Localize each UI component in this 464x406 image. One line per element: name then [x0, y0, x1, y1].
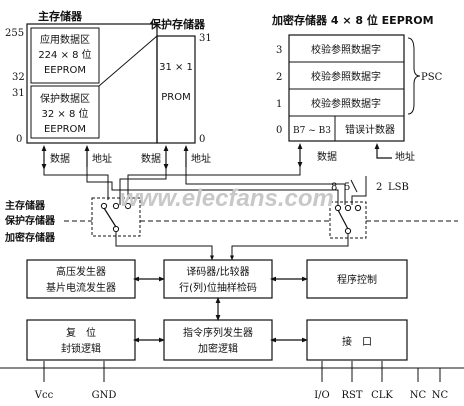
switch-left-contact-1 — [100, 202, 108, 210]
command-generator-line1: 指令序列发生器 — [183, 326, 253, 339]
protect-memory-size: 31 × 1 — [159, 62, 193, 73]
crypto-row-1-label: 校验参照数据字 — [311, 97, 381, 110]
crypto-addr-line — [376, 150, 392, 159]
bit-5-label: 5 — [344, 182, 350, 193]
protect-area-line3: EEPROM — [44, 124, 86, 135]
psc-brace — [407, 37, 421, 115]
protect-mapping-line — [98, 35, 158, 87]
psc-label: PSC — [421, 72, 443, 83]
crypto-row0-bits: B7 ~ B3 — [293, 126, 331, 136]
crypto-addr-label: 地址 — [395, 150, 415, 163]
app-area-line3: EEPROM — [44, 65, 86, 76]
pin-vcc: Vcc — [34, 390, 54, 401]
main-memory-addr-31: 31 — [12, 88, 25, 99]
crypto-index-3: 3 — [276, 45, 282, 56]
main-memory-title: 主存储器 — [38, 9, 83, 23]
switch-right-common — [344, 227, 352, 235]
bit-8-label: 8 — [331, 182, 337, 193]
protect-memory-addr-0: 0 — [199, 134, 205, 145]
interface-label: 接 口 — [342, 335, 372, 348]
selector-main-label: 主存储器 — [5, 199, 46, 212]
protect-addr-label: 地址 — [191, 152, 211, 165]
switch-left-common — [112, 225, 120, 233]
crypto-data-label: 数据 — [317, 150, 337, 163]
pin-rst: RST — [341, 390, 362, 401]
protected-data-area — [30, 85, 100, 139]
crypto-index-1: 1 — [276, 99, 282, 110]
decoder-line1: 译码器/比较器 — [186, 265, 249, 278]
main-memory-addr-0: 0 — [16, 134, 22, 145]
protect-memory-frame — [156, 35, 196, 144]
wire-crypto-addr — [351, 176, 367, 205]
wire-main-addr — [86, 167, 339, 205]
protect-data-label: 数据 — [141, 152, 161, 165]
app-area-line1: 应用数据区 — [40, 33, 90, 46]
hv-generator-line2: 基片电流发生器 — [46, 281, 116, 294]
selector-crypto-label: 加密存储器 — [4, 231, 56, 244]
wire-crypto-data — [127, 165, 301, 200]
app-data-area — [30, 27, 100, 84]
pin-nc-1: NC — [410, 390, 427, 401]
switch-left-contact-2 — [112, 202, 120, 210]
hv-generator-line1: 高压发生器 — [56, 265, 106, 278]
wire-protect-data — [119, 167, 167, 205]
switch-left-contact-3 — [124, 202, 132, 210]
pin-clk: CLK — [371, 390, 393, 401]
crypto-memory-frame — [288, 34, 405, 142]
protect-memory-addr-31: 31 — [199, 33, 212, 44]
switch-right-blade — [337, 209, 349, 230]
switch-left-blade — [103, 207, 117, 228]
protect-memory-type: PROM — [161, 92, 190, 103]
wire-switch-right-out — [230, 234, 349, 261]
main-addr-label: 地址 — [92, 152, 112, 165]
lsb-label: LSB — [388, 182, 409, 193]
main-memory-addr-255: 255 — [5, 28, 24, 39]
crypto-row-3-label: 校验参照数据字 — [311, 43, 381, 56]
crypto-row-2-label: 校验参照数据字 — [311, 70, 381, 83]
crypto-memory-title: 加密存储器 4 × 8 位 EEPROM — [271, 13, 434, 27]
crypto-index-2: 2 — [276, 72, 282, 83]
command-generator-line2: 加密逻辑 — [198, 342, 238, 355]
program-control-label: 程序控制 — [337, 273, 377, 286]
switch-right-contact-1 — [334, 204, 342, 212]
pin-nc-2: NC — [432, 390, 449, 401]
bit-2-label: 2 — [376, 182, 382, 193]
wire-main-data — [43, 167, 109, 200]
error-counter-label: 错误计数器 — [345, 123, 395, 136]
crypto-index-0: 0 — [276, 125, 282, 136]
switch-right-contact-3 — [354, 204, 362, 212]
wire-switch-left-out — [115, 232, 214, 261]
reset-line2: 封锁逻辑 — [61, 342, 101, 355]
pin-io: I/O — [314, 390, 330, 401]
protect-memory-title: 保护存储器 — [149, 17, 206, 31]
bit-slash — [350, 179, 358, 193]
decoder-line2: 行(列)位抽样检码 — [179, 281, 257, 294]
switch-right-contact-2 — [344, 204, 352, 212]
main-data-label: 数据 — [50, 152, 70, 165]
protect-area-line1: 保护数据区 — [40, 92, 90, 105]
main-memory-addr-32: 32 — [12, 72, 25, 83]
pin-gnd: GND — [92, 390, 117, 401]
reset-line1: 复 位 — [66, 326, 96, 339]
selector-protect-label: 保护存储器 — [4, 214, 56, 227]
watermark: www.elecfans.com — [120, 185, 334, 212]
protect-area-line2: 32 × 8 位 — [41, 107, 88, 120]
app-area-line2: 224 × 8 位 — [38, 48, 91, 61]
